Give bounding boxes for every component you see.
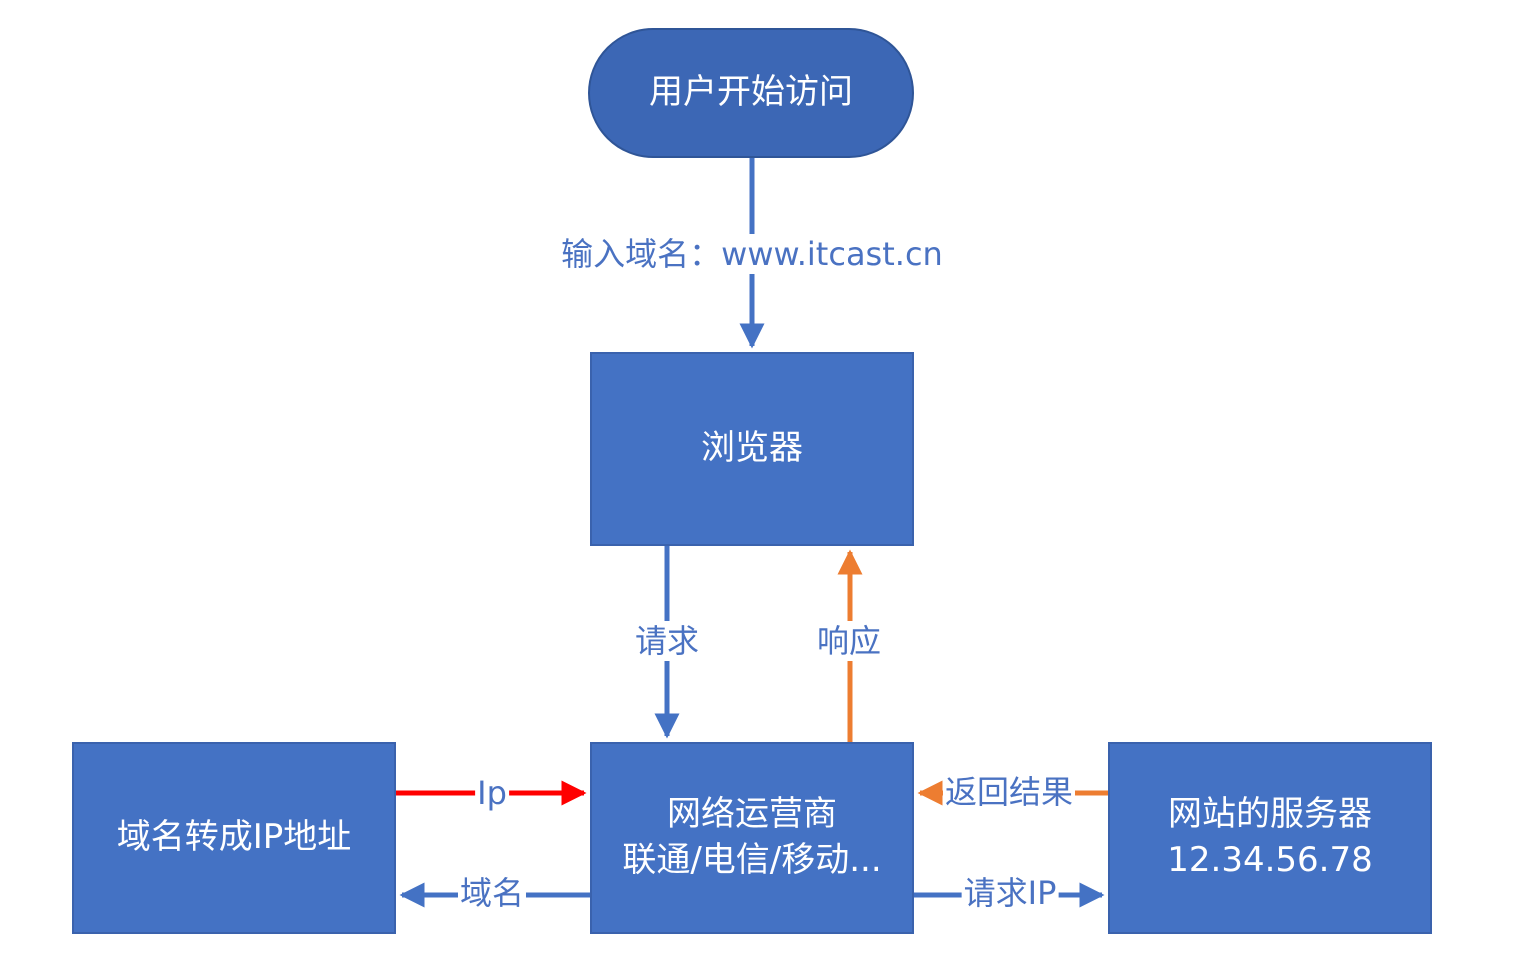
server-node-title: 网站的服务器: [1168, 794, 1372, 835]
isp-node: 网络运营商 联通/电信/移动...: [590, 742, 914, 934]
isp-node-title: 网络运营商: [667, 794, 837, 835]
dns-node-label: 域名转成IP地址: [116, 817, 352, 858]
browser-node: 浏览器: [590, 352, 914, 546]
input-domain-label: 输入域名：www.itcast.cn: [559, 234, 945, 274]
domain-label: 域名: [457, 873, 527, 913]
return-result-label: 返回结果: [942, 772, 1076, 812]
start-node-label: 用户开始访问: [649, 72, 853, 113]
server-node-ip: 12.34.56.78: [1167, 840, 1373, 880]
isp-node-subtitle: 联通/电信/移动...: [622, 840, 882, 880]
server-node: 网站的服务器 12.34.56.78: [1108, 742, 1432, 934]
request-label: 请求: [632, 621, 702, 661]
ip-label: Ip: [475, 773, 509, 813]
request-ip-label: 请求IP: [961, 873, 1059, 913]
dns-node: 域名转成IP地址: [72, 742, 396, 934]
browser-node-label: 浏览器: [701, 428, 803, 469]
response-label: 响应: [814, 621, 884, 661]
start-node: 用户开始访问: [588, 28, 914, 158]
